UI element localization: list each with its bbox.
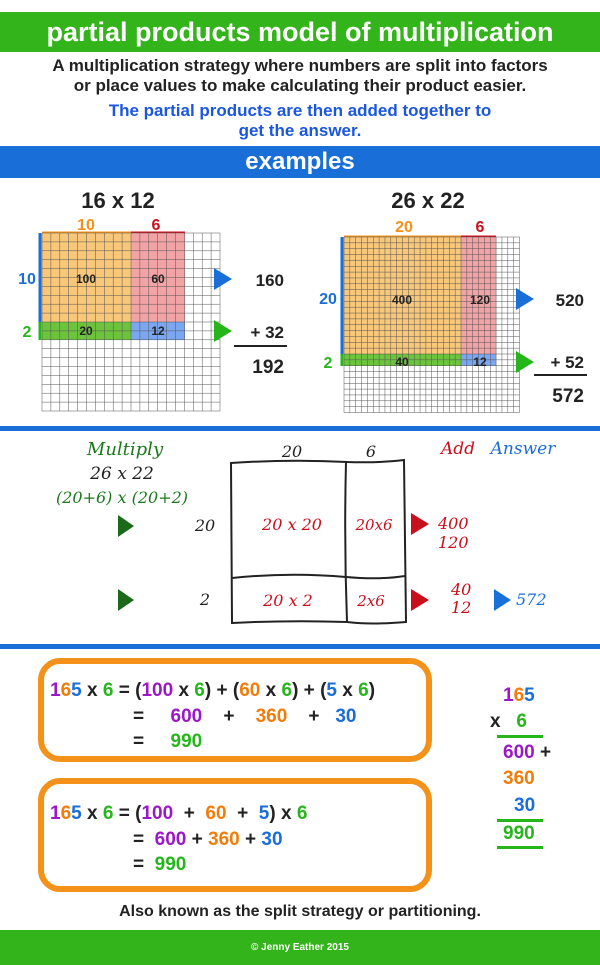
example-2-partial-2: + 52 — [550, 353, 584, 372]
intro-line-4: get the answer. — [238, 121, 362, 140]
cell-20x20: 20 x 20 — [261, 515, 322, 534]
box1-line-2: = 600 + 360 + 30 — [133, 706, 357, 727]
handwritten-area-model: Multiply 26 x 22 (20+6) x (20+2) 20 6 20… — [56, 439, 557, 625]
example-2-partial-1: 520 — [556, 291, 584, 310]
cell-20x2: 20 x 2 — [262, 591, 313, 610]
example-1-title: 16 x 12 — [81, 188, 154, 213]
example-2-side-label-20: 20 — [319, 291, 337, 308]
vertical-multiplicand: 165 — [503, 685, 535, 706]
answer-label: Answer — [489, 439, 557, 459]
section-divider — [0, 426, 600, 431]
example-2-value-12: 12 — [473, 355, 487, 369]
arrow-right-icon — [494, 589, 511, 611]
vertical-rule-2 — [497, 819, 543, 822]
example-2-top-label-20: 20 — [395, 219, 413, 236]
vertical-multiplier: x 6 — [490, 711, 527, 732]
example-2-title: 26 x 22 — [391, 188, 464, 213]
arrow-right-icon — [214, 268, 232, 290]
example-2-side-label-2: 2 — [324, 355, 333, 372]
box2-line-1: 165 x 6 = (100 + 60 + 5) x 6 — [50, 803, 308, 824]
intro-line-3: The partial products are then added toge… — [108, 101, 492, 120]
add-value-400: 400 — [437, 514, 469, 533]
vertical-partial-1: 600 + — [503, 742, 552, 763]
add-label: Add — [439, 439, 475, 459]
example-1-value-60: 60 — [151, 272, 165, 286]
box1-line-1: 165 x 6 = (100 x 6) + (60 x 6) + (5 x 6) — [50, 680, 376, 701]
section-divider — [0, 644, 600, 649]
footer-copyright: © Jenny Eather 2015 — [0, 930, 600, 965]
handwritten-answer: 572 — [516, 590, 547, 609]
intro-line-1: A multiplication strategy where numbers … — [52, 56, 548, 75]
row-label-20: 20 — [194, 516, 215, 535]
example-1-side-label-10: 10 — [18, 271, 36, 288]
example-2-value-400: 400 — [392, 293, 412, 307]
arrow-right-icon — [411, 513, 429, 535]
example-1-value-20: 20 — [79, 324, 93, 338]
box1-line-3: = 990 — [133, 731, 203, 752]
add-value-40: 40 — [450, 580, 471, 599]
example-2-top-label-6: 6 — [476, 219, 485, 236]
example-2-value-120: 120 — [470, 293, 490, 307]
example-1-top-label-6: 6 — [152, 217, 161, 234]
example-2-total: 572 — [552, 386, 584, 407]
vertical-partial-2: 360 — [503, 768, 535, 789]
handwritten-problem: 26 x 22 — [89, 464, 154, 484]
box2-line-3: = 990 — [133, 854, 187, 875]
column-label-20: 20 — [281, 442, 302, 461]
example-1-grid-lines — [41, 232, 221, 412]
add-value-12: 12 — [451, 598, 471, 617]
handwritten-expanded: (20+6) x (20+2) — [56, 488, 188, 507]
add-value-120: 120 — [438, 533, 469, 552]
cell-20x6: 20x6 — [354, 516, 393, 534]
arrow-right-icon — [118, 589, 134, 611]
vertical-rule-1 — [497, 735, 543, 738]
example-1-total: 192 — [252, 357, 284, 378]
arrow-right-icon — [411, 589, 429, 611]
column-label-6: 6 — [366, 442, 376, 461]
arrow-right-icon — [214, 320, 232, 342]
box2-line-2: = 600 + 360 + 30 — [133, 829, 283, 850]
arrow-right-icon — [516, 351, 534, 373]
example-2-area-model: 26 x 22 20 6 20 2 400 120 40 12 520 + 52… — [319, 188, 587, 413]
example-1-value-12: 12 — [151, 324, 165, 338]
example-2-value-40: 40 — [395, 355, 409, 369]
arrow-right-icon — [516, 288, 534, 310]
vertical-partial-3: 30 — [514, 795, 536, 816]
example-2-grid-lines — [343, 236, 520, 413]
distributive-box-2 — [38, 778, 432, 892]
example-1-partial-2: + 32 — [250, 323, 284, 342]
example-1-partial-1: 160 — [256, 271, 284, 290]
multiply-label: Multiply — [86, 439, 164, 460]
row-label-2: 2 — [199, 590, 210, 609]
arrow-right-icon — [118, 515, 134, 537]
example-1-side-label-2: 2 — [23, 324, 32, 341]
intro-line-2: or place values to make calculating thei… — [73, 76, 527, 95]
page-title: partial products model of multiplication — [0, 12, 600, 52]
example-1-value-100: 100 — [76, 272, 96, 286]
vertical-rule-3 — [497, 846, 543, 849]
example-1-area-model: 16 x 12 10 6 10 2 100 60 20 12 160 + 32 … — [18, 188, 287, 412]
also-known-note: Also known as the split strategy or part… — [119, 903, 481, 920]
cell-2x6: 2x6 — [356, 592, 385, 610]
example-1-top-label-10: 10 — [77, 217, 95, 234]
examples-heading: examples — [0, 146, 600, 178]
distributive-box-1 — [38, 658, 432, 762]
vertical-total: 990 — [503, 823, 535, 844]
